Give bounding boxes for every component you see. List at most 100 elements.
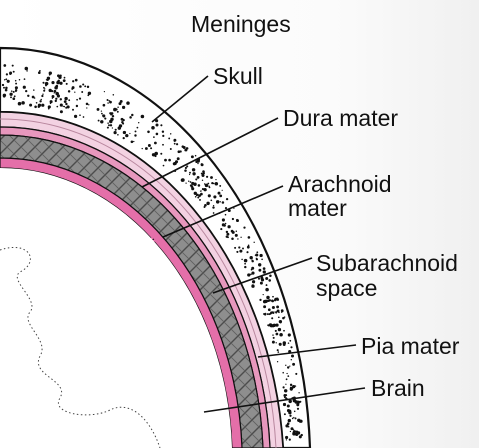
skull-speckle: [200, 190, 201, 191]
skull-speckle: [272, 296, 274, 298]
skull-speckle: [201, 163, 203, 165]
skull-speckle: [251, 272, 254, 275]
skull-speckle: [129, 133, 130, 134]
skull-speckle: [11, 90, 13, 92]
skull-speckle: [278, 328, 281, 331]
skull-speckle: [33, 89, 34, 90]
skull-speckle: [241, 259, 243, 261]
skull-speckle: [108, 124, 110, 126]
skull-speckle: [283, 330, 285, 332]
skull-speckle: [195, 178, 197, 180]
skull-speckle: [222, 190, 223, 191]
skull-speckle: [278, 316, 280, 318]
skull-speckle: [114, 131, 117, 134]
skull-speckle: [246, 251, 248, 253]
skull-speckle: [183, 146, 186, 149]
skull-speckle: [290, 346, 292, 348]
skull-speckle: [199, 199, 201, 201]
skull-speckle: [197, 160, 200, 163]
skull-speckle: [292, 363, 295, 366]
skull-speckle: [247, 273, 250, 276]
skull-speckle: [299, 422, 300, 423]
skull-speckle: [74, 92, 75, 93]
skull-speckle: [226, 235, 228, 237]
skull-speckle: [292, 385, 295, 388]
skull-speckle: [258, 278, 260, 280]
skull-speckle: [263, 305, 266, 308]
skull-speckle: [191, 185, 194, 188]
skull-speckle: [285, 394, 287, 396]
skull-speckle: [243, 226, 245, 228]
skull-speckle: [134, 134, 136, 136]
skull-speckle: [226, 233, 229, 236]
skull-speckle: [160, 153, 162, 155]
skull-speckle: [213, 212, 215, 214]
skull-speckle: [168, 159, 171, 162]
skull-speckle: [147, 131, 150, 134]
skull-speckle: [297, 431, 300, 434]
skull-speckle: [76, 105, 78, 107]
skull-speckle: [135, 130, 137, 132]
skull-speckle: [120, 100, 123, 103]
skull-speckle: [263, 270, 266, 273]
skull-speckle: [206, 202, 209, 205]
skull-speckle: [117, 111, 119, 113]
skull-speckle: [202, 188, 204, 190]
skull-speckle: [87, 86, 89, 88]
skull-speckle: [198, 184, 201, 187]
skull-speckle: [289, 340, 291, 342]
skull-speckle: [284, 413, 286, 415]
skull-speckle: [202, 172, 204, 174]
skull-speckle: [288, 342, 290, 344]
skull-speckle: [265, 313, 267, 315]
skull-speckle: [256, 258, 258, 260]
skull-speckle: [133, 141, 134, 142]
skull-speckle: [288, 426, 290, 428]
skull-speckle: [248, 236, 251, 239]
skull-speckle: [131, 114, 133, 116]
skull-speckle: [60, 110, 63, 113]
skull-speckle: [115, 129, 117, 131]
skull-speckle: [63, 79, 66, 82]
skull-speckle: [195, 196, 197, 198]
skull-speckle: [269, 275, 272, 278]
skull-speckle: [131, 140, 134, 143]
skull-speckle: [295, 400, 299, 404]
skull-speckle: [10, 96, 12, 98]
skull-speckle: [51, 81, 54, 84]
skull-speckle: [269, 323, 272, 326]
skull-speckle: [5, 87, 8, 90]
skull-speckle: [207, 183, 209, 185]
skull-speckle: [266, 284, 268, 286]
skull-speckle: [282, 310, 284, 312]
skull-speckle: [220, 228, 222, 230]
label-skull: Skull: [213, 64, 263, 88]
skull-speckle: [185, 182, 186, 183]
skull-speckle: [286, 378, 288, 380]
skull-speckle: [263, 267, 266, 270]
skull-speckle: [125, 134, 128, 137]
skull-speckle: [285, 384, 286, 385]
skull-speckle: [110, 114, 112, 116]
skull-speckle: [276, 298, 279, 301]
skull-speckle: [38, 104, 41, 107]
skull-speckle: [232, 231, 235, 234]
skull-speckle: [170, 133, 171, 134]
skull-speckle: [142, 148, 143, 149]
skull-speckle: [153, 136, 155, 138]
skull-speckle: [195, 155, 197, 157]
skull-speckle: [41, 104, 44, 107]
skull-speckle: [79, 85, 82, 88]
skull-speckle: [193, 182, 196, 185]
skull-speckle: [287, 422, 290, 425]
skull-speckle: [291, 355, 294, 358]
skull-speckle: [294, 411, 296, 413]
skull-speckle: [259, 299, 261, 301]
skull-speckle: [154, 152, 158, 156]
skull-speckle: [57, 94, 60, 97]
skull-speckle: [209, 187, 211, 189]
skull-speckle: [265, 277, 268, 280]
skull-speckle: [252, 280, 255, 283]
skull-speckle: [4, 79, 5, 80]
skull-speckle: [68, 99, 70, 101]
